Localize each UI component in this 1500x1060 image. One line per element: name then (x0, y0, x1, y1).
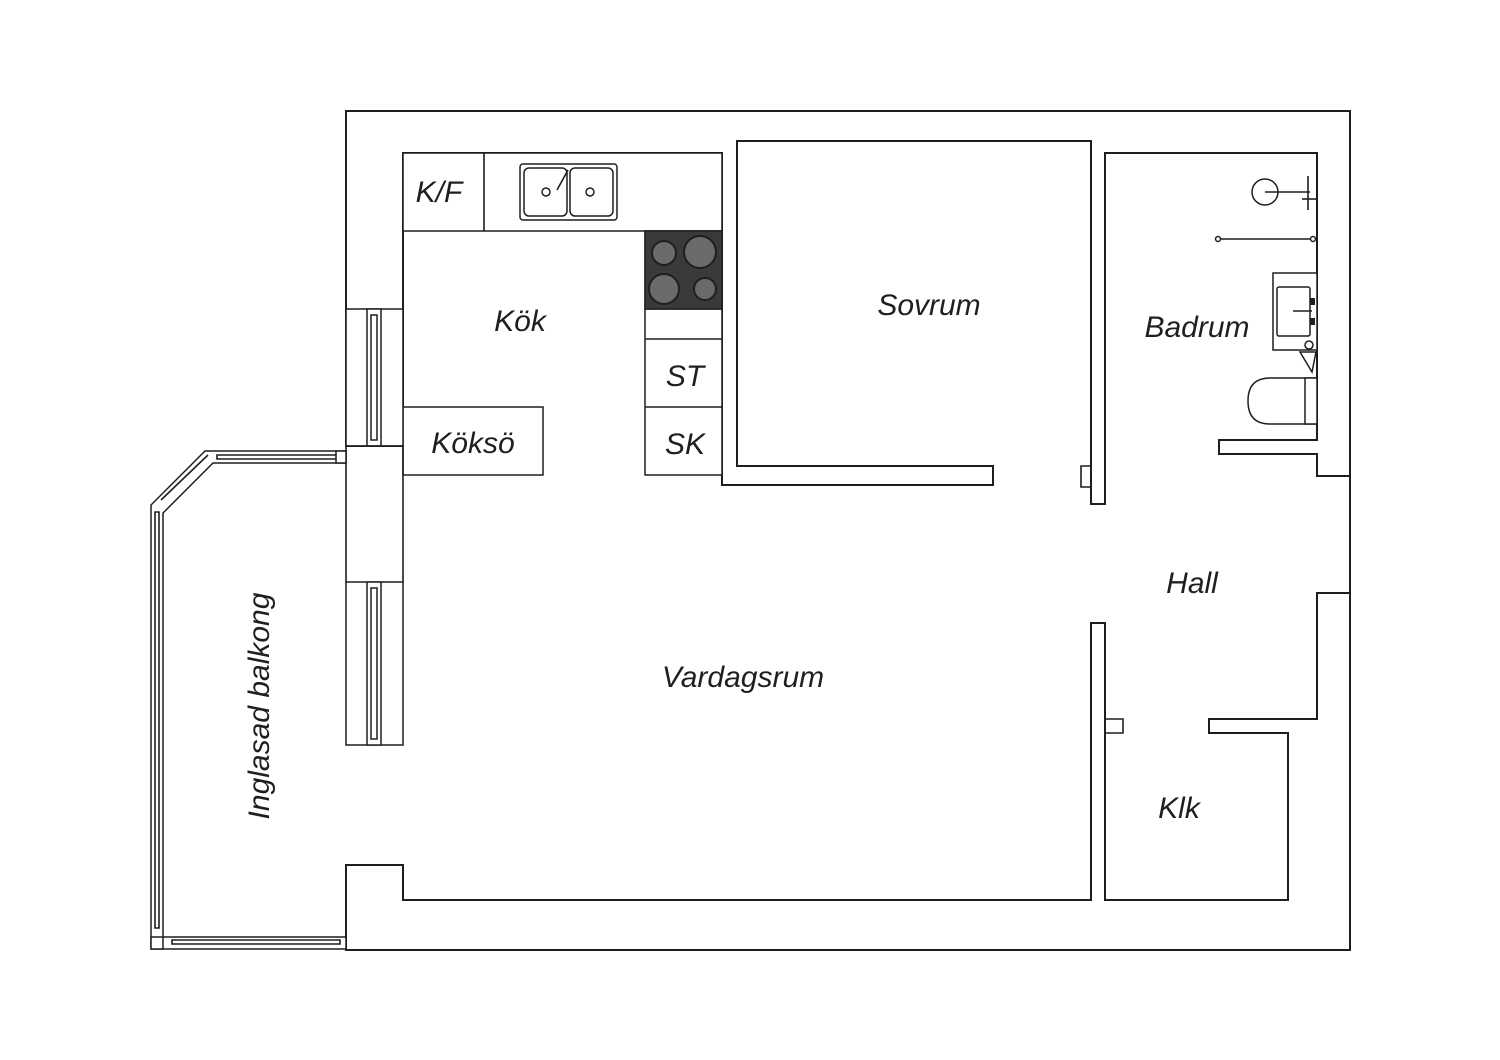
bedroom-walls (722, 140, 1092, 504)
label-hall: Hall (1166, 567, 1219, 600)
label-kitchen-island: Köksö (431, 427, 514, 460)
door-jamb-right (1080, 465, 1091, 488)
west-wall (345, 445, 404, 582)
shower-icon (1214, 176, 1317, 243)
outer-perimeter (346, 110, 1351, 951)
label-closet: Klk (1158, 792, 1202, 825)
label-bedroom: Sovrum (877, 289, 980, 322)
toilet-icon (1247, 377, 1318, 425)
kitchen-island (402, 406, 544, 476)
window-upper (345, 308, 404, 447)
window-lower (345, 581, 404, 746)
label-kitchen: Kök (494, 305, 548, 338)
tap-icon (1298, 340, 1317, 375)
label-cabinet: SK (665, 428, 707, 461)
hall-walls (1091, 592, 1350, 901)
sink-icon (519, 163, 618, 221)
washbasin-icon (1272, 272, 1318, 351)
bathroom-walls (1104, 152, 1350, 504)
balcony-glazing (150, 450, 347, 950)
label-living-room: Vardagsrum (662, 661, 824, 694)
living-bottom-wall (346, 623, 1092, 901)
label-fridge-freezer: K/F (416, 176, 464, 209)
label-tall-cabinet: ST (666, 360, 707, 393)
stove-icon (644, 230, 723, 310)
label-balcony: Inglasad balkong (243, 592, 276, 819)
label-bathroom: Badrum (1144, 311, 1249, 344)
